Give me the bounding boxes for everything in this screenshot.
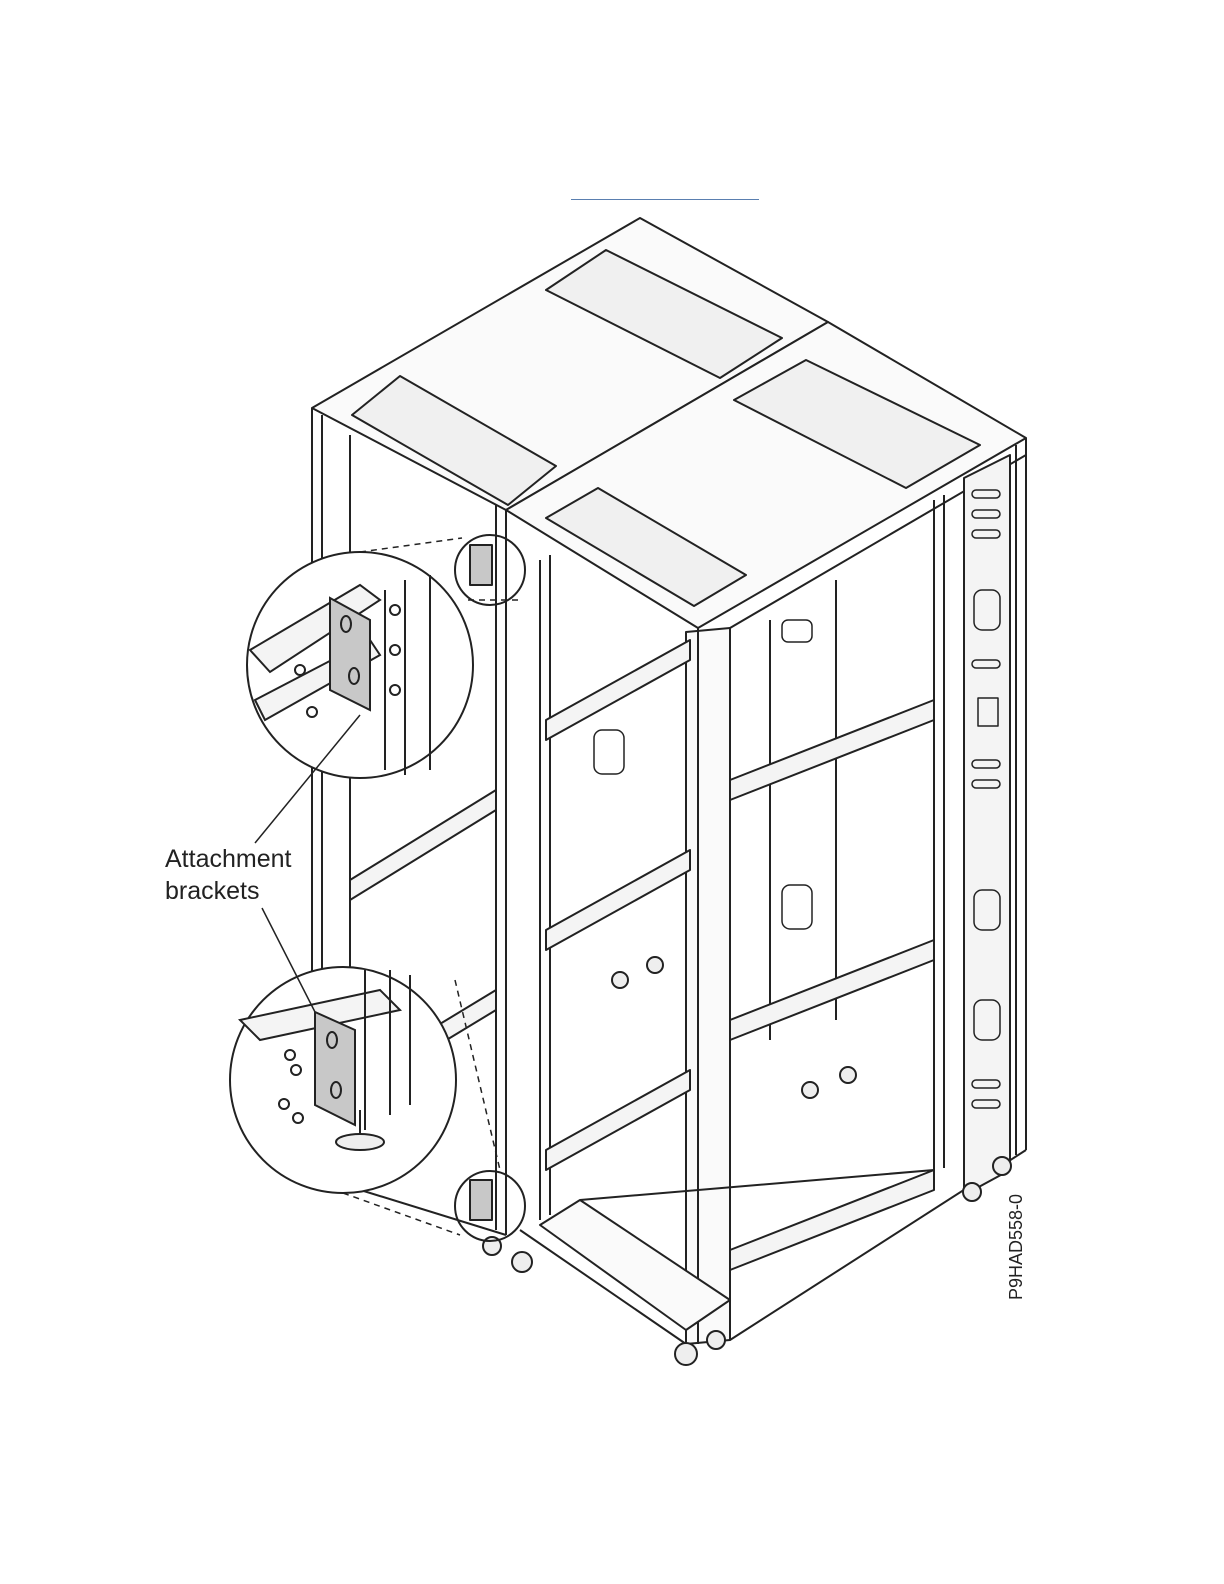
right-rack-front-left-post bbox=[686, 628, 730, 1344]
bracket-bottom-small bbox=[470, 1180, 492, 1220]
figure-id: P9HAD558-0 bbox=[1006, 1194, 1027, 1300]
attachment-brackets-label: Attachment brackets bbox=[165, 843, 291, 907]
callout-line-2: brackets bbox=[165, 875, 291, 907]
side-panel bbox=[964, 455, 1010, 1195]
attachment-bracket-bottom bbox=[315, 1012, 355, 1125]
callout-line-1: Attachment bbox=[165, 843, 291, 875]
bracket-top-small bbox=[470, 545, 492, 585]
